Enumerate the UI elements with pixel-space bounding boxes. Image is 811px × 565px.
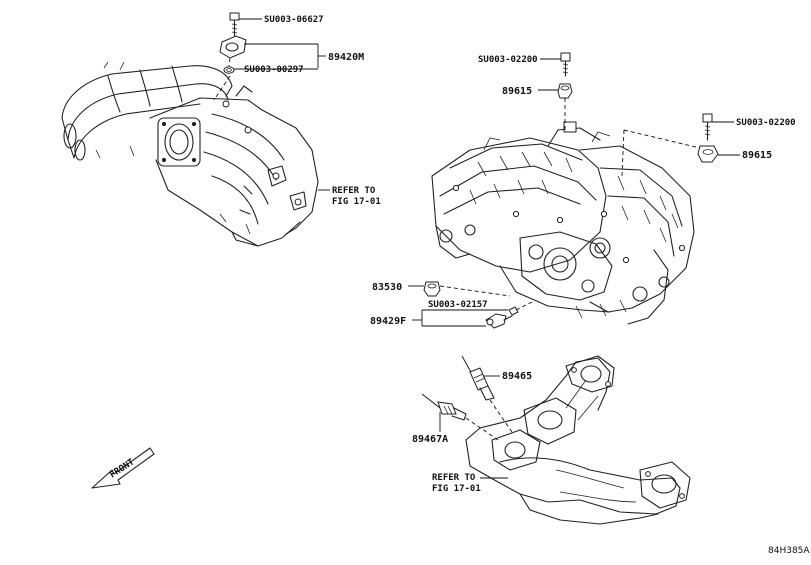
o2-sensor-upper-assembly[interactable] — [461, 355, 513, 433]
bolt-icon — [229, 12, 240, 21]
bolt-icon — [702, 113, 713, 123]
label-coolant-sensor-part: SU003-02157 — [428, 300, 488, 310]
label-bolt-right-mid: SU003-02200 — [736, 118, 796, 128]
label-refer-intake-2: FIG 17-01 — [332, 197, 381, 207]
o2-sensor-icon — [437, 401, 457, 415]
exhaust-manifold[interactable] — [465, 355, 691, 525]
diagram-code: 84H385A — [768, 546, 810, 556]
knock-sensor-left-assembly[interactable] — [557, 52, 573, 132]
label-refer-intake-1: REFER TO — [332, 186, 376, 196]
label-bolt-top: SU003-06627 — [264, 15, 324, 25]
label-refer-exhaust-2: FIG 17-01 — [432, 484, 481, 494]
o-ring-icon — [223, 66, 235, 74]
label-refer-exhaust-1: REFER TO — [432, 473, 476, 483]
label-o2-sensor-lower: 89467A — [412, 434, 448, 445]
coolant-sensor-assembly[interactable] — [485, 301, 533, 329]
label-coolant-sensor-group: 89429F — [370, 316, 406, 327]
knock-sensor-right-assembly[interactable] — [621, 113, 719, 177]
o2-sensor-icon — [469, 367, 489, 391]
front-arrow: FRONT — [91, 447, 155, 489]
map-sensor-assembly[interactable] — [219, 12, 247, 74]
label-o2-sensor-upper: 89465 — [502, 371, 532, 382]
bolt-icon — [560, 52, 571, 62]
o2-sensor-lower-assembly[interactable] — [421, 393, 499, 441]
label-knock-sensor-right: 89615 — [742, 150, 772, 161]
engine-assembly[interactable] — [431, 121, 695, 325]
label-knock-sensor-left: 89615 — [502, 86, 532, 97]
intake-manifold[interactable] — [61, 61, 319, 247]
label-map-sensor: 89420M — [328, 52, 364, 63]
map-sensor-icon — [219, 35, 247, 59]
gasket-icon — [508, 306, 519, 316]
plug-assembly[interactable] — [423, 281, 511, 297]
front-arrow-icon — [91, 447, 155, 489]
label-plug: 83530 — [372, 282, 402, 293]
label-bolt-right-upper: SU003-02200 — [478, 55, 538, 65]
label-oring: SU003-00297 — [244, 65, 304, 75]
